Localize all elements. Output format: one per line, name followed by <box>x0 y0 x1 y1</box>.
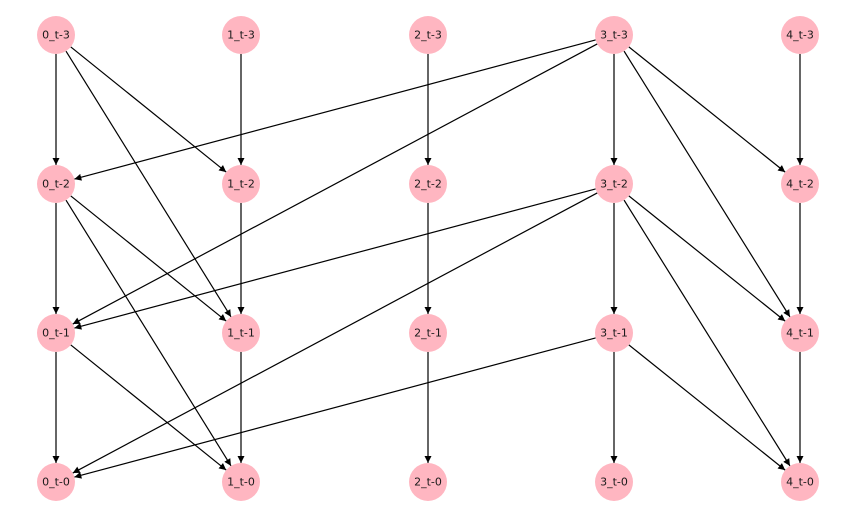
edge-0_t-2-to-1_t-0 <box>65 199 232 467</box>
node-label: 0_t-1 <box>42 327 70 340</box>
node-label: 3_t-3 <box>600 29 628 42</box>
node-circle <box>222 165 260 203</box>
node-3_t-3: 3_t-3 <box>595 16 633 54</box>
edge-0_t-3-to-1_t-2 <box>70 46 227 173</box>
node-label: 0_t-0 <box>42 476 70 489</box>
node-0_t-3: 0_t-3 <box>37 16 75 54</box>
edge-0_t-2-to-1_t-1 <box>70 195 227 322</box>
node-circle <box>595 463 633 501</box>
node-3_t-0: 3_t-0 <box>595 463 633 501</box>
edge-3_t-3-to-0_t-2 <box>74 39 596 181</box>
node-4_t-1: 4_t-1 <box>781 314 819 352</box>
node-0_t-2: 0_t-2 <box>37 165 75 203</box>
node-3_t-2: 3_t-2 <box>595 165 633 203</box>
node-label: 3_t-0 <box>600 476 628 489</box>
node-circle <box>37 16 75 54</box>
edge-0_t-3-to-1_t-1 <box>65 50 232 318</box>
node-1_t-1: 1_t-1 <box>222 314 260 352</box>
node-circle <box>781 463 819 501</box>
node-label: 3_t-2 <box>600 178 628 191</box>
node-label: 4_t-3 <box>786 29 814 42</box>
edge-3_t-2-to-0_t-1 <box>74 188 596 330</box>
edge-3_t-2-to-4_t-1 <box>628 195 786 322</box>
node-2_t-1: 2_t-1 <box>409 314 447 352</box>
edge-0_t-1-to-1_t-0 <box>70 344 227 471</box>
node-4_t-2: 4_t-2 <box>781 165 819 203</box>
node-label: 2_t-1 <box>414 327 442 340</box>
node-circle <box>222 16 260 54</box>
node-label: 0_t-3 <box>42 29 70 42</box>
node-circle <box>409 463 447 501</box>
node-circle <box>781 165 819 203</box>
node-circle <box>37 165 75 203</box>
node-circle <box>595 165 633 203</box>
node-label: 1_t-2 <box>227 178 255 191</box>
edge-3_t-2-to-4_t-0 <box>623 199 791 467</box>
node-label: 4_t-0 <box>786 476 814 489</box>
node-circle <box>409 16 447 54</box>
node-1_t-2: 1_t-2 <box>222 165 260 203</box>
node-circle <box>37 314 75 352</box>
edge-3_t-3-to-4_t-1 <box>623 50 791 318</box>
node-circle <box>409 165 447 203</box>
node-circle <box>222 314 260 352</box>
node-4_t-0: 4_t-0 <box>781 463 819 501</box>
node-2_t-2: 2_t-2 <box>409 165 447 203</box>
node-circle <box>409 314 447 352</box>
node-circle <box>595 314 633 352</box>
node-1_t-3: 1_t-3 <box>222 16 260 54</box>
node-label: 4_t-2 <box>786 178 814 191</box>
nodes-layer: 0_t-3 1_t-3 2_t-3 3_t-3 4_t-3 0_t-2 1_t-2 2_t-2… <box>37 16 819 501</box>
node-label: 3_t-1 <box>600 327 628 340</box>
node-4_t-3: 4_t-3 <box>781 16 819 54</box>
edge-3_t-3-to-0_t-1 <box>72 43 598 325</box>
node-2_t-0: 2_t-0 <box>409 463 447 501</box>
edges-layer <box>52 39 804 479</box>
node-label: 2_t-2 <box>414 178 442 191</box>
node-1_t-0: 1_t-0 <box>222 463 260 501</box>
node-circle <box>37 463 75 501</box>
node-circle <box>222 463 260 501</box>
node-circle <box>781 314 819 352</box>
node-3_t-1: 3_t-1 <box>595 314 633 352</box>
node-label: 2_t-3 <box>414 29 442 42</box>
node-label: 1_t-1 <box>227 327 255 340</box>
node-circle <box>781 16 819 54</box>
edge-3_t-1-to-0_t-0 <box>74 337 596 479</box>
node-label: 1_t-3 <box>227 29 255 42</box>
node-0_t-0: 0_t-0 <box>37 463 75 501</box>
node-2_t-3: 2_t-3 <box>409 16 447 54</box>
edge-3_t-1-to-4_t-0 <box>628 344 786 471</box>
node-label: 4_t-1 <box>786 327 814 340</box>
node-label: 0_t-2 <box>42 178 70 191</box>
node-0_t-1: 0_t-1 <box>37 314 75 352</box>
edge-3_t-3-to-4_t-2 <box>628 46 786 173</box>
edge-3_t-2-to-0_t-0 <box>72 192 598 474</box>
node-label: 2_t-0 <box>414 476 442 489</box>
node-circle <box>595 16 633 54</box>
node-label: 1_t-0 <box>227 476 255 489</box>
